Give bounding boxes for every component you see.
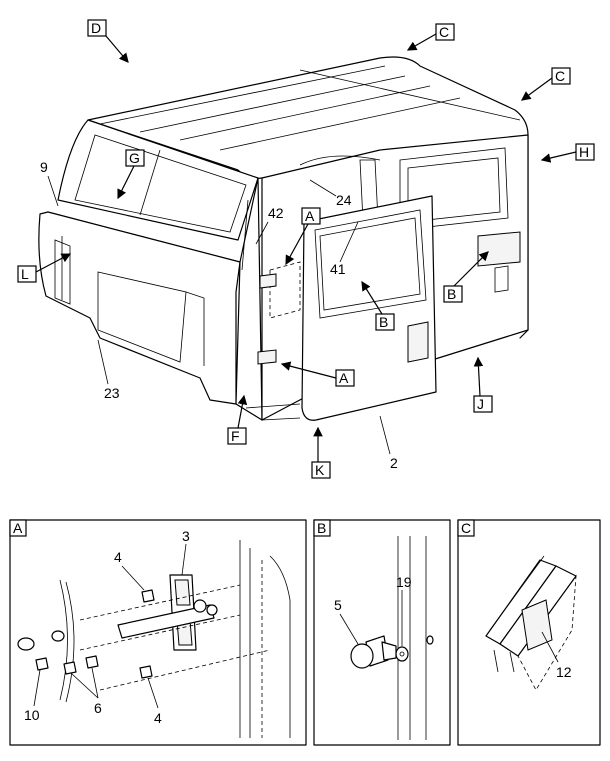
svg-text:B: B	[447, 286, 456, 302]
part-number-23: 23	[97, 339, 120, 401]
callout-K: K	[311, 426, 331, 479]
svg-text:D: D	[91, 20, 101, 36]
detail-panel-B: B	[313, 519, 451, 746]
part-number-24: 24	[309, 179, 352, 208]
callout-B-mid: B	[361, 280, 395, 331]
svg-text:J: J	[477, 396, 484, 412]
part-number-9: 9	[40, 159, 59, 207]
svg-text:5: 5	[334, 597, 342, 613]
part-number-41: 41	[330, 221, 359, 277]
svg-text:G: G	[129, 150, 140, 166]
detail-A-part-4-top: 4	[114, 549, 145, 591]
svg-text:6: 6	[94, 700, 102, 716]
svg-text:4: 4	[154, 710, 162, 726]
callout-H: H	[540, 143, 595, 163]
part-number-2: 2	[379, 415, 398, 471]
svg-text:A: A	[305, 208, 315, 224]
callout-G: G	[117, 149, 145, 200]
svg-text:L: L	[21, 266, 29, 282]
svg-text:12: 12	[556, 664, 572, 680]
detail-C-part-12: 12	[541, 631, 572, 680]
callout-D: D	[87, 19, 129, 63]
svg-text:B: B	[379, 314, 388, 330]
callout-L: L	[17, 253, 72, 283]
svg-text:4: 4	[114, 549, 122, 565]
detail-A-part-6: 6	[71, 667, 102, 716]
svg-text:K: K	[315, 462, 325, 478]
svg-text:24: 24	[336, 192, 352, 208]
svg-text:B: B	[317, 520, 326, 536]
detail-A-part-3: 3	[181, 528, 190, 576]
svg-text:42: 42	[268, 205, 284, 221]
svg-text:C: C	[555, 68, 565, 84]
svg-text:H: H	[579, 144, 589, 160]
callout-A-lower: A	[280, 361, 355, 387]
svg-text:23: 23	[104, 385, 120, 401]
callout-A-top: A	[285, 207, 321, 266]
svg-text:10: 10	[24, 707, 40, 723]
svg-text:A: A	[13, 520, 23, 536]
svg-text:41: 41	[330, 261, 346, 277]
svg-text:3: 3	[182, 528, 190, 544]
callout-C-top: C	[406, 23, 455, 51]
svg-text:C: C	[439, 24, 449, 40]
svg-text:2: 2	[390, 455, 398, 471]
part-number-42: 42	[255, 205, 284, 245]
svg-text:F: F	[231, 428, 240, 444]
detail-A-part-4-bottom: 4	[147, 677, 162, 726]
detail-panel-A: A	[9, 519, 307, 746]
callout-B-right: B	[443, 251, 489, 303]
detail-B-part-5: 5	[334, 597, 359, 645]
svg-text:9: 9	[40, 159, 48, 175]
svg-text:A: A	[339, 370, 349, 386]
cab-assembly	[38, 56, 529, 421]
detail-A-part-10: 10	[24, 669, 41, 723]
callout-C-right: C	[521, 67, 571, 101]
detail-B-part-19: 19	[396, 574, 412, 646]
svg-text:19: 19	[396, 574, 412, 590]
callout-F: F	[227, 394, 248, 445]
svg-text:C: C	[461, 520, 471, 536]
callout-J: J	[473, 356, 493, 413]
detail-panel-C: C	[457, 519, 601, 746]
